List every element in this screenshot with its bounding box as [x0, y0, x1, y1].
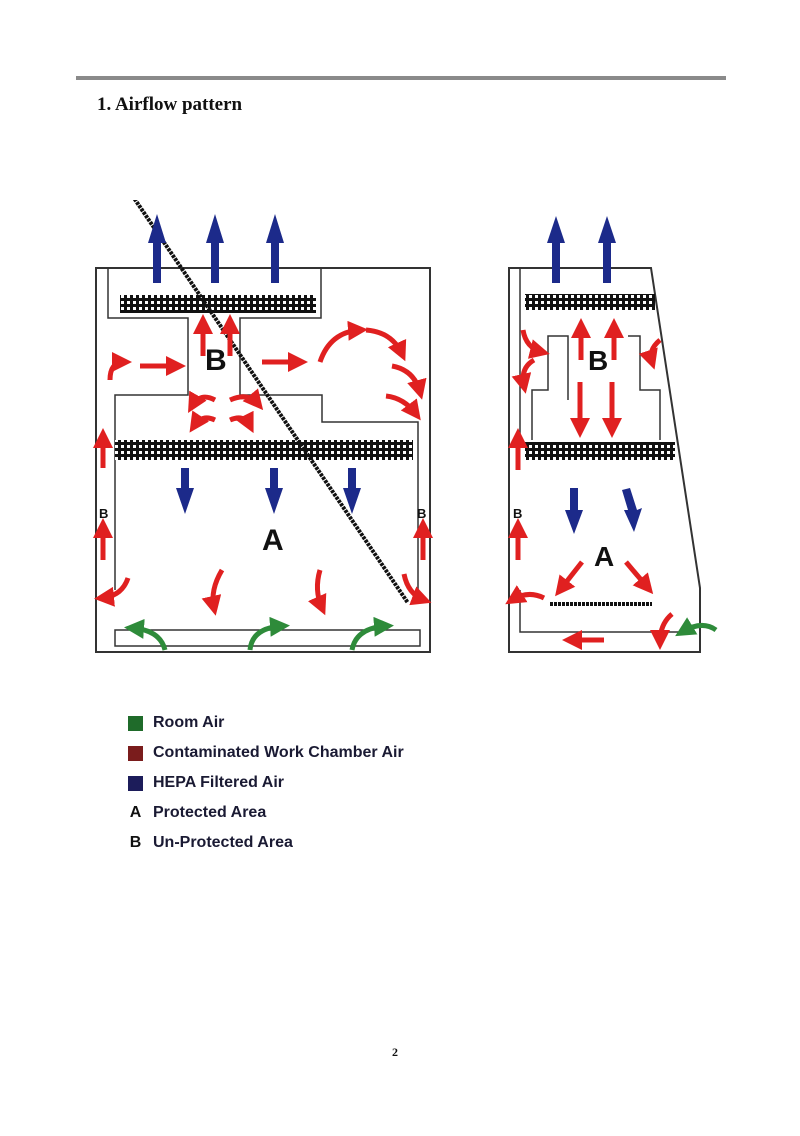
left-protected-label: A — [262, 524, 284, 557]
left-contaminated-arrows — [93, 314, 433, 616]
page-number: 2 — [392, 1045, 398, 1059]
right-protected-label: A — [594, 541, 614, 572]
right-side-b-label-2: B — [513, 506, 522, 521]
left-work-surface — [132, 200, 410, 605]
airflow-diagram: A B B B — [93, 200, 718, 653]
left-exhaust-arrows — [148, 214, 284, 283]
left-exhaust-filter — [120, 295, 316, 313]
header-rule — [76, 76, 726, 80]
protected-letter: A — [129, 804, 142, 821]
legend-label: HEPA Filtered Air — [153, 774, 284, 791]
legend-item-hepa-air: HEPA Filtered Air — [128, 768, 404, 798]
legend-label: Contaminated Work Chamber Air — [153, 744, 404, 761]
left-cabinet-outline — [95, 267, 431, 653]
left-side-b-label: B — [99, 506, 108, 521]
legend: Room Air Contaminated Work Chamber Air H… — [128, 708, 404, 858]
left-plenum-outline — [107, 268, 419, 440]
legend-label: Room Air — [153, 714, 225, 731]
right-side-b-label: B — [417, 506, 426, 521]
legend-item-contaminated-air: Contaminated Work Chamber Air — [128, 738, 404, 768]
section-heading: 1. Airflow pattern — [97, 94, 243, 115]
right-room-air-arrows — [675, 617, 718, 637]
left-downflow-arrows — [176, 468, 361, 514]
legend-item-unprotected-area: B Un-Protected Area — [128, 828, 404, 858]
legend-label: Un-Protected Area — [153, 834, 293, 851]
left-room-air-arrows — [124, 616, 394, 651]
right-cabinet: A B B — [505, 216, 718, 653]
right-supply-filter — [525, 442, 675, 460]
hepa-air-swatch — [128, 775, 143, 791]
right-unprotected-label: B — [588, 345, 608, 376]
room-air-swatch — [128, 715, 143, 731]
unprotected-letter: B — [129, 834, 142, 851]
right-contaminated-arrows — [505, 318, 674, 650]
legend-item-protected-area: A Protected Area — [128, 798, 404, 828]
right-exhaust-arrows — [547, 216, 616, 283]
contaminated-air-swatch — [128, 745, 143, 761]
legend-label: Protected Area — [153, 804, 267, 821]
legend-item-room-air: Room Air — [128, 708, 404, 738]
left-cabinet: A B B B — [93, 200, 433, 653]
right-exhaust-filter — [525, 294, 655, 310]
left-unprotected-label: B — [205, 344, 227, 377]
right-plenum-outline — [519, 268, 685, 633]
left-supply-filter — [115, 440, 413, 460]
right-downflow-arrows — [565, 488, 642, 534]
